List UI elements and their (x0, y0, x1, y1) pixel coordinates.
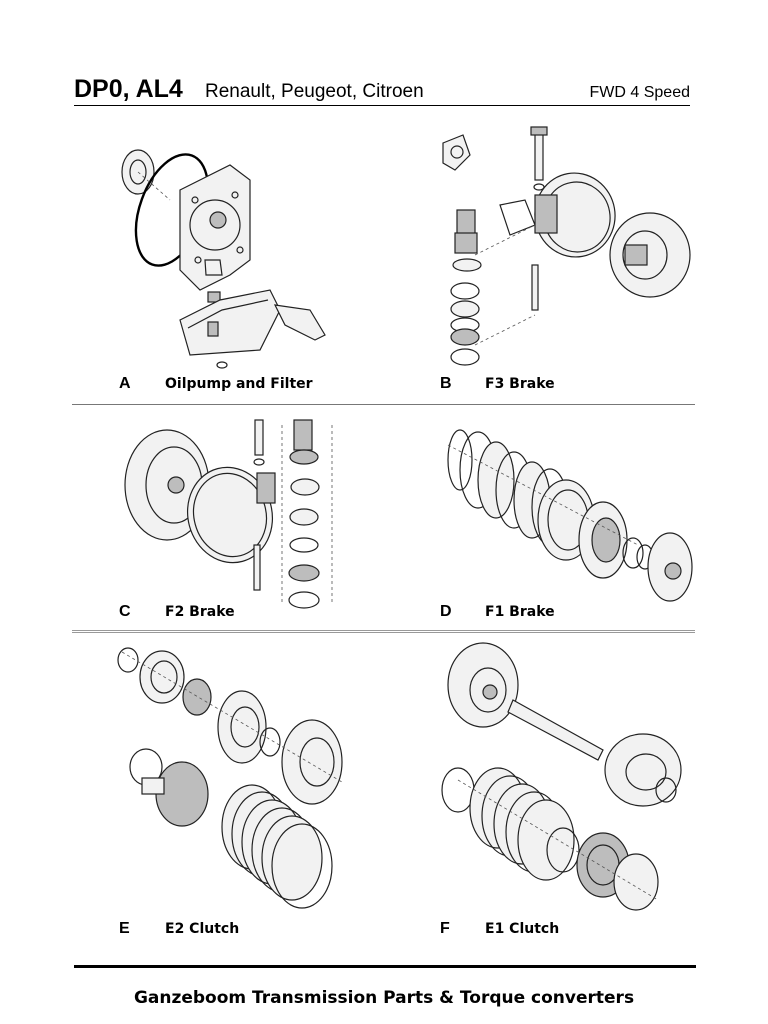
f1-brake-illustration (447, 429, 693, 602)
oilpump-filter-illustration (121, 149, 326, 369)
e2-clutch-illustration (117, 647, 343, 909)
panel-e-e2-clutch (112, 642, 362, 912)
panel-b-caption: F3 Brake (485, 376, 555, 392)
panel-b-letter: B (440, 375, 452, 392)
panel-f-caption: E1 Clutch (485, 921, 560, 937)
panel-a-oilpump-filter (110, 140, 360, 372)
f3-brake-illustration (442, 126, 691, 366)
panel-d-letter: D (440, 603, 452, 620)
panel-a-letter: A (119, 375, 131, 392)
panel-f-e1-clutch (438, 640, 693, 915)
transmission-spec: FWD 4 Speed (589, 84, 690, 101)
panel-d-f1-brake (438, 425, 693, 605)
panel-e-letter: E (119, 920, 130, 937)
panel-c-caption: F2 Brake (165, 604, 235, 620)
panel-d-caption: F1 Brake (485, 604, 555, 620)
row-divider-1 (72, 404, 695, 405)
row-divider-2 (72, 630, 695, 633)
e1-clutch-illustration (441, 642, 682, 911)
panel-a-caption: Oilpump and Filter (165, 376, 313, 392)
panel-f-letter: F (440, 920, 450, 937)
panel-e-caption: E2 Clutch (165, 921, 240, 937)
footer-company: Ganzeboom Transmission Parts & Torque co… (133, 988, 635, 1008)
panel-c-f2-brake (112, 415, 362, 610)
f2-brake-illustration (124, 419, 333, 609)
vehicle-makes: Renault, Peugeot, Citroen (205, 81, 424, 102)
panel-c-letter: C (119, 603, 131, 620)
footer-rule (74, 965, 696, 968)
page-header: DP0, AL4 Renault, Peugeot, Citroen FWD 4… (74, 74, 690, 106)
transmission-model: DP0, AL4 (74, 75, 183, 103)
panel-b-f3-brake (435, 125, 695, 370)
